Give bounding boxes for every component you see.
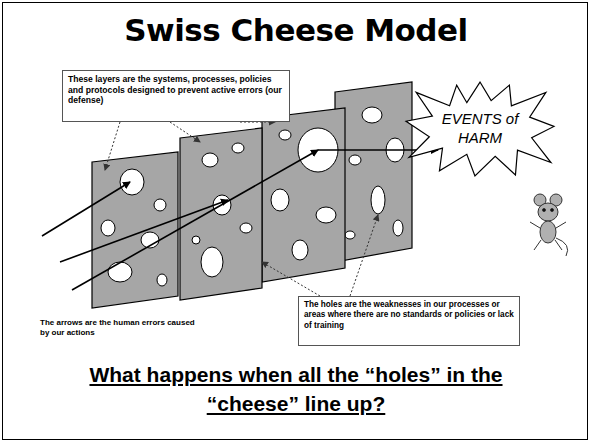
arrows-note: The arrows are the human errors caused b…	[40, 318, 200, 339]
holes-note: The holes are the weaknesses in our proc…	[298, 296, 520, 346]
harm-text: EVENTS of HARM	[440, 110, 520, 148]
layers-note: These layers are the systems, processes,…	[62, 70, 290, 122]
error-arrows	[42, 150, 438, 290]
note-text: The holes are the weaknesses in our proc…	[304, 300, 514, 331]
slide-title: Swiss Cheese Model	[0, 12, 592, 48]
cheese-slice	[335, 82, 412, 262]
note-text: These layers are the systems, processes,…	[68, 74, 284, 106]
harm-starburst: EVENTS of HARM	[404, 80, 556, 178]
leader-lines	[105, 122, 378, 296]
mouse-cartoon	[530, 194, 568, 256]
cheese-slice	[262, 108, 345, 282]
cheese-slice	[92, 152, 178, 308]
slide-caption: What happens when all the “holes” in the…	[81, 360, 511, 419]
